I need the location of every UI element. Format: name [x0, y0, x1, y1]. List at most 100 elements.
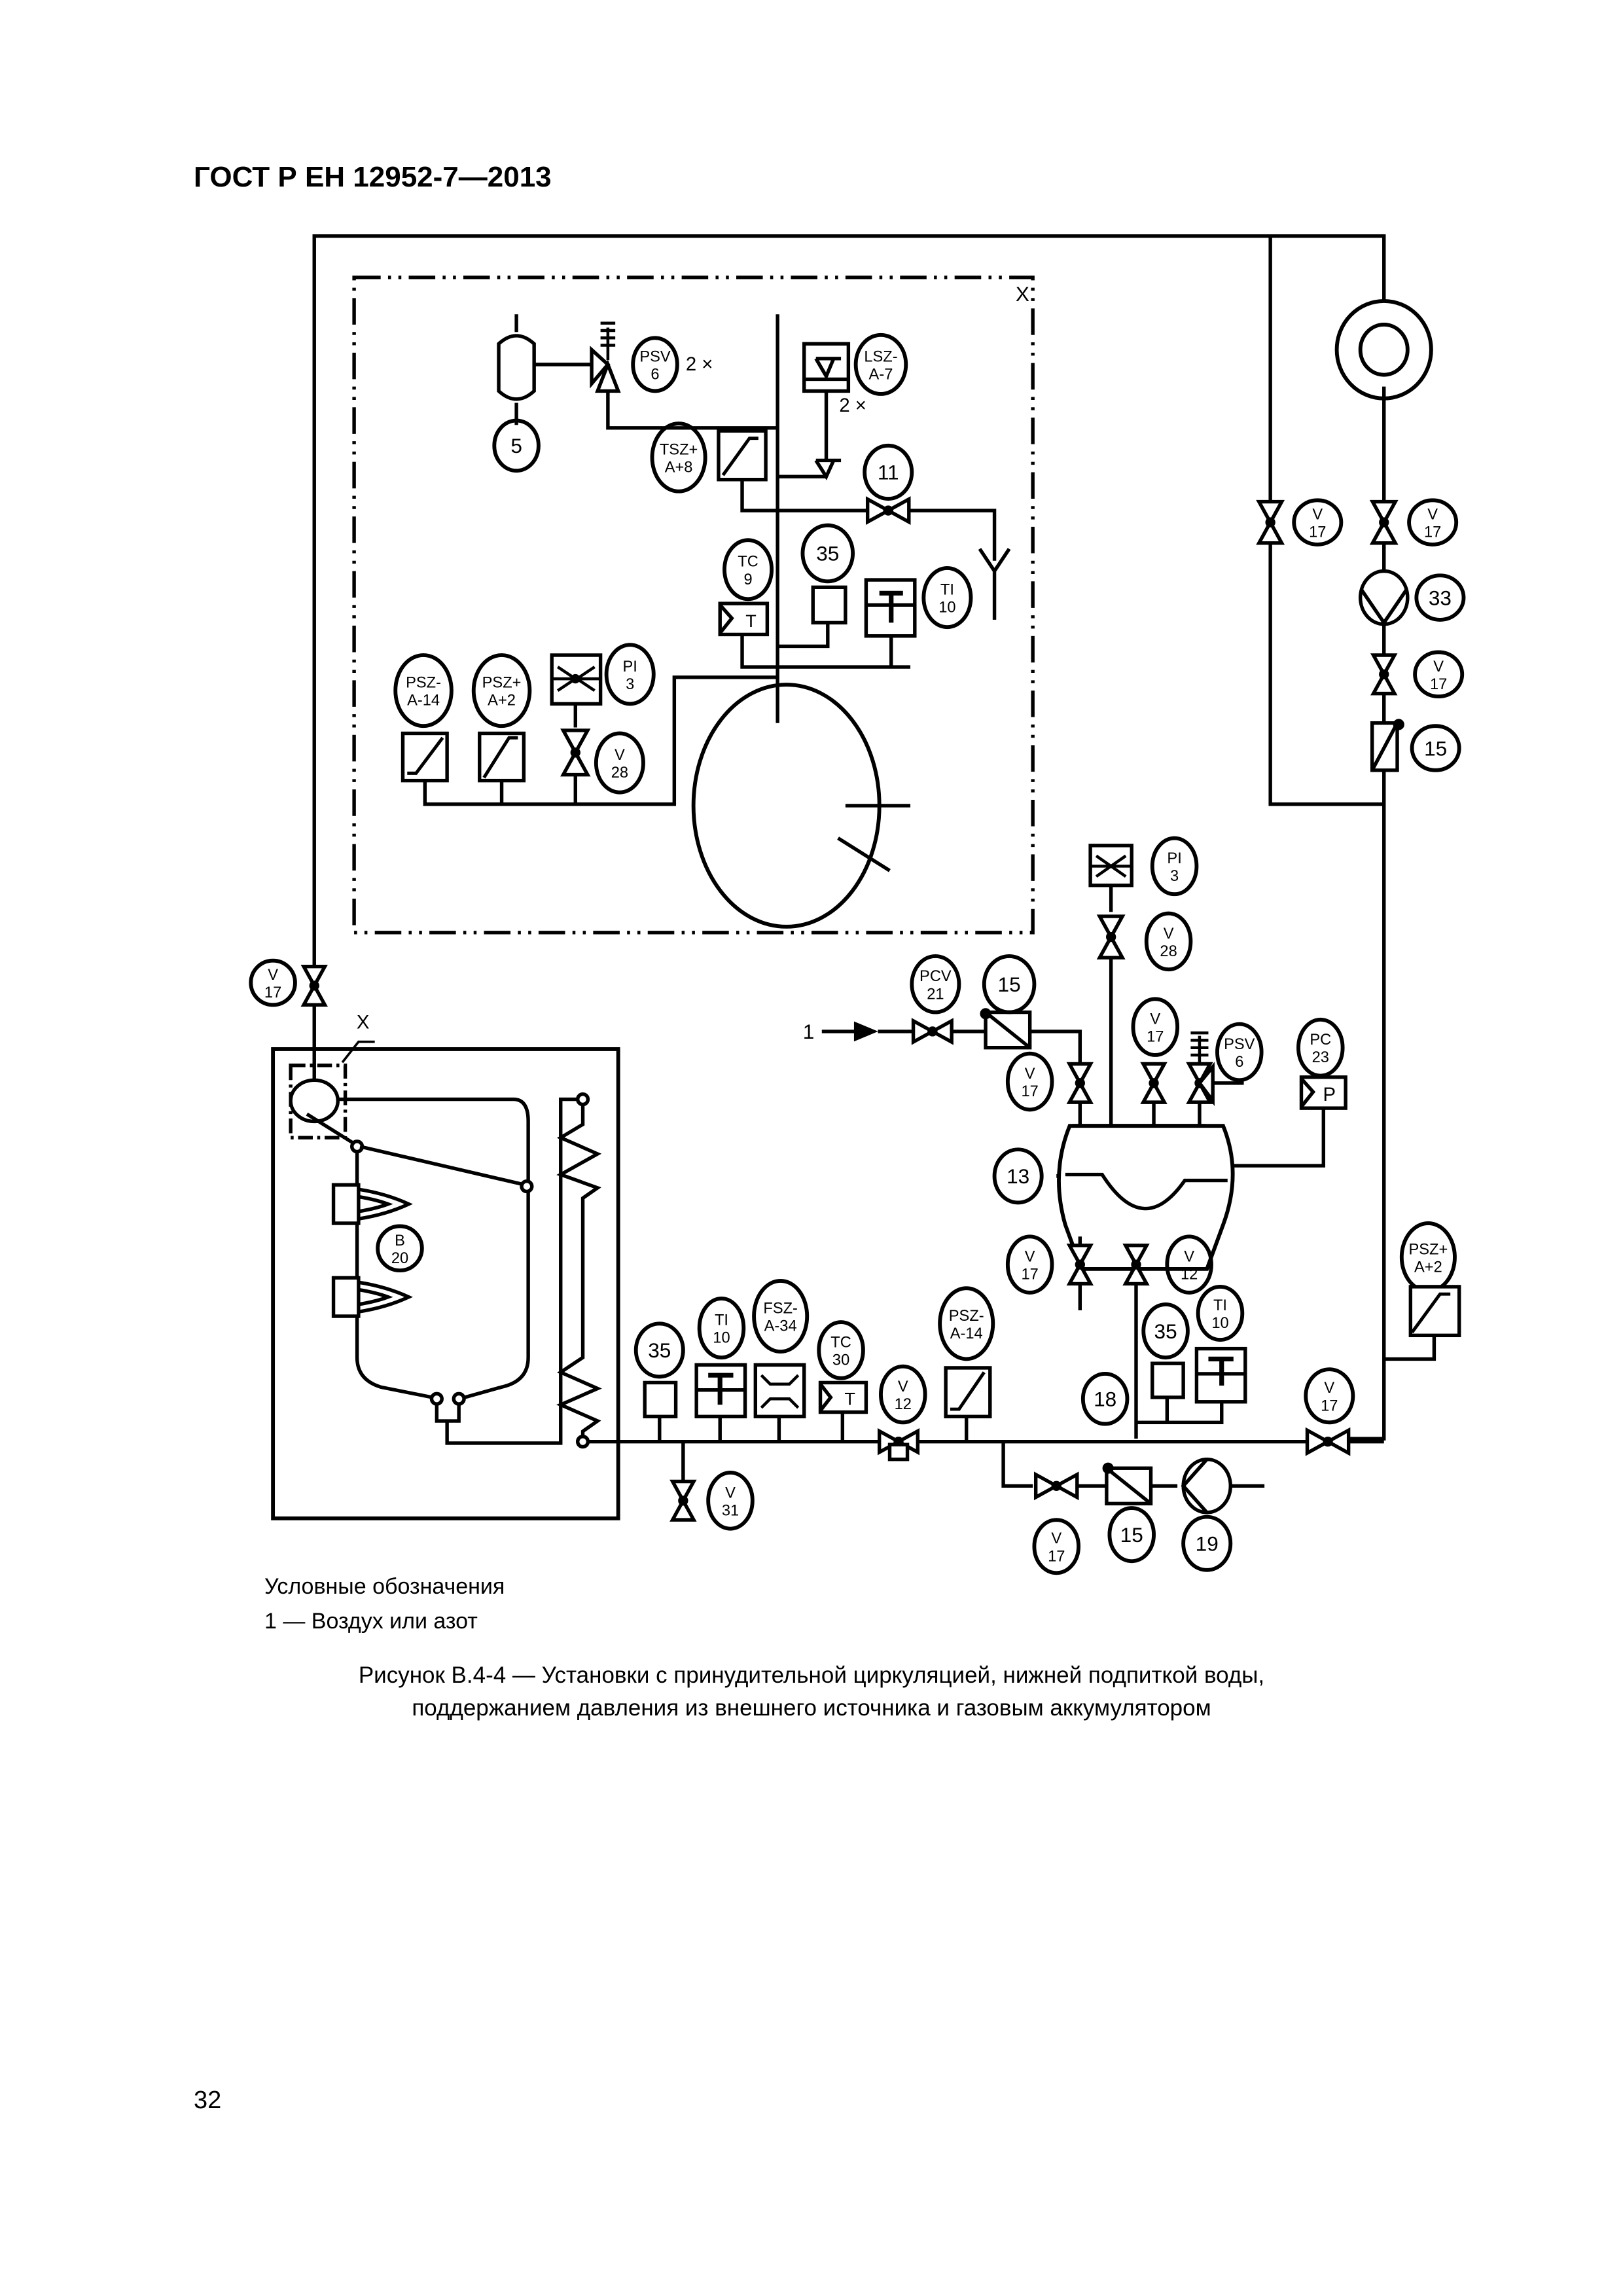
valve-stem-dot [1075, 1078, 1085, 1088]
tag-text: V [898, 1378, 908, 1395]
thermometer-icon [1208, 1356, 1234, 1386]
tag-text: LSZ- [864, 348, 897, 365]
tag-text: 10 [938, 600, 955, 617]
feed-pump-icon [1181, 1457, 1232, 1515]
tag-pump19: 19 [1181, 1515, 1233, 1572]
thermometer-icon [708, 1372, 734, 1405]
tag-text: 12 [1181, 1266, 1198, 1283]
tag-pump33: 33 [1414, 573, 1466, 622]
tag-bubble [817, 1320, 865, 1380]
tag-psz_a14_bot: PSZ-A-14 [938, 1286, 995, 1361]
coil-node [575, 1092, 590, 1107]
header-node [520, 1179, 534, 1194]
tag-tc9: TC9 [722, 538, 774, 601]
tag-v17_feed: V17 [1032, 1518, 1080, 1575]
tag-psz_a14_top: PSZ-A-14 [393, 653, 454, 728]
tag-text: 35 [1154, 1319, 1177, 1343]
header-node [452, 1391, 466, 1406]
valve-stem-dot [1265, 517, 1275, 528]
strainer-dot [1393, 719, 1404, 730]
tag-v28_right: V28 [1144, 911, 1193, 972]
multiplier-label: 2 × [839, 395, 866, 416]
expansion-vessel-icon [497, 334, 536, 401]
thermometer-icon [879, 590, 903, 623]
tag-text: TI [1213, 1297, 1227, 1314]
switch-curve-icon [1410, 1292, 1451, 1334]
level-switch-box [802, 342, 851, 393]
tag-bubble [722, 538, 774, 601]
header-node [429, 1391, 444, 1406]
tag-pi3_right: PI3 [1150, 836, 1199, 897]
tag-text: 18 [1094, 1388, 1116, 1411]
drain-funnel-icon [978, 548, 1011, 620]
tag-text: 35 [816, 542, 839, 565]
tag-text: 28 [1160, 943, 1177, 960]
tag-text: PSZ- [406, 675, 441, 692]
header-link [359, 1145, 526, 1187]
tag-text: FSZ- [763, 1300, 798, 1318]
steam-separator-icon [289, 1078, 340, 1124]
tag-v17_left: V17 [249, 958, 297, 1007]
burner-box [331, 1183, 361, 1225]
tag-text: B [395, 1232, 405, 1249]
tag-v17_r3: V17 [1413, 650, 1465, 699]
item-box [643, 1380, 678, 1419]
inlet-arrow-head [853, 1021, 878, 1042]
pipe [740, 479, 871, 512]
tag-bubble [910, 954, 961, 1014]
level-symbol-icon [814, 357, 842, 380]
tag-v17_r1: V17 [1292, 498, 1344, 547]
tag-bubble [992, 1147, 1044, 1205]
valve-stem-dot [1051, 1480, 1061, 1491]
tag-v17_in: V17 [1005, 1051, 1054, 1112]
tag-text: 12 [895, 1396, 912, 1413]
signal-pipe [740, 634, 911, 669]
boiler-wall [355, 1151, 433, 1399]
tag-text: V [1150, 1011, 1160, 1028]
tag-bubble [921, 566, 973, 630]
tag-item35_bot: 35 [633, 1321, 685, 1379]
tag-v17_top_vessel: V17 [1131, 997, 1180, 1057]
tag-psz_a2_top: PSZ+A+2 [471, 653, 532, 728]
safety-valve-outlet [1197, 1062, 1244, 1106]
temperature-transmitter-box [818, 1380, 868, 1414]
signal-pipe [1383, 1335, 1436, 1361]
item-box [811, 585, 847, 625]
tag-text: 17 [1022, 1083, 1039, 1100]
tag-v17_bot_vessel: V17 [1005, 1234, 1054, 1295]
tag-filter15_r: 15 [1410, 724, 1461, 772]
tag-bubble [879, 1364, 927, 1425]
transmitter-chevron [819, 1383, 833, 1412]
tag-text: 31 [722, 1502, 739, 1519]
tag-text: 11 [878, 461, 899, 484]
pipe [777, 622, 830, 649]
tag-v12_bot_vessel: V12 [1165, 1234, 1213, 1295]
tag-text: PSZ+ [1408, 1241, 1448, 1258]
valve-stem-dot [678, 1496, 688, 1506]
tag-text: 15 [1120, 1523, 1143, 1547]
tag-text: PC [1310, 1031, 1331, 1049]
pump-triangle [1360, 589, 1408, 626]
relief-pipe [606, 391, 778, 430]
tag-text: V [725, 1484, 736, 1501]
valve-stem-dot [1379, 517, 1389, 528]
tag-text: 17 [1309, 524, 1326, 541]
tag-text: 17 [264, 984, 281, 1001]
tag-bubble [1407, 498, 1459, 547]
valve-stem-dot [1105, 931, 1116, 942]
valve-stem-dot [1131, 1259, 1141, 1270]
tag-text: PCV [919, 968, 952, 985]
tag-bubble [800, 523, 855, 584]
switch-curve-icon [482, 736, 518, 779]
pressure-controller-box [1299, 1075, 1347, 1110]
item-box [1150, 1361, 1185, 1399]
tag-text: 23 [1312, 1049, 1329, 1066]
tag-text: V [1433, 658, 1444, 675]
valve-stem-dot [927, 1026, 938, 1037]
tag-lsz_a7: LSZ-A-7 [853, 332, 908, 396]
legend-item-1: 1 — Воздух или азот [264, 1609, 478, 1634]
tag-bubble [1032, 1518, 1080, 1575]
